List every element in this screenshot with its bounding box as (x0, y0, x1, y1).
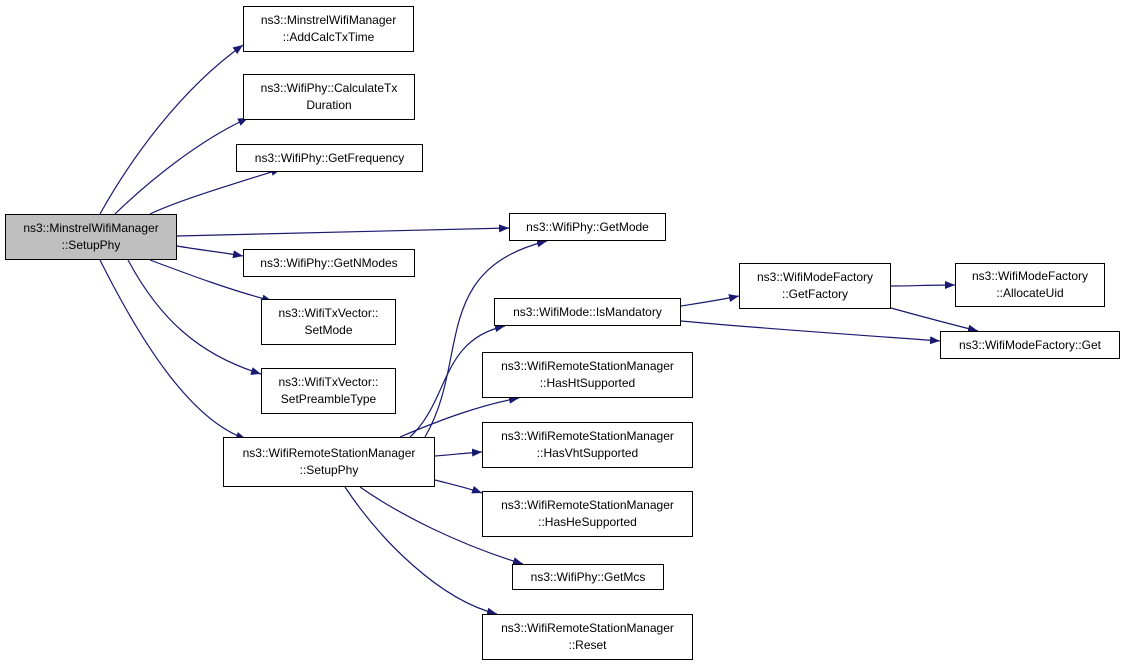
node-reset[interactable]: ns3::WifiRemoteStationManager::Reset (482, 614, 693, 660)
edge-get-factory-to-factory-get (890, 307, 979, 333)
node-label-line: ::HasVhtSupported (536, 446, 639, 460)
edge-remote-setup-phy-to-has-ht-supported (399, 395, 520, 438)
node-has-vht-supported[interactable]: ns3::WifiRemoteStationManager::HasVhtSup… (482, 422, 693, 468)
node-label-line: ns3::WifiModeFactory (756, 270, 874, 284)
edge-remote-setup-phy-to-has-he-supported (434, 479, 483, 494)
edge-minstrel-setup-phy-to-get-mode (176, 224, 510, 237)
node-label-line: ::SetupPhy (61, 238, 121, 252)
node-label-line: ::SetupPhy (299, 463, 359, 477)
node-label-line: ns3::WifiRemoteStationManager (242, 446, 416, 460)
node-add-calc-tx-time[interactable]: ns3::MinstrelWifiManager::AddCalcTxTime (243, 6, 414, 52)
node-label-line: ns3::WifiRemoteStationManager (501, 359, 674, 373)
edge-get-factory-to-allocate-uid (890, 281, 956, 290)
node-label-line: ::HasHeSupported (538, 515, 637, 529)
node-set-preamble-type[interactable]: ns3::WifiTxVector::SetPreambleType (261, 368, 396, 414)
node-get-frequency[interactable]: ns3::WifiPhy::GetFrequency (236, 144, 423, 172)
node-is-mandatory[interactable]: ns3::WifiMode::IsMandatory (494, 298, 681, 326)
edge-minstrel-setup-phy-to-set-mode (149, 259, 273, 303)
node-label-line: ns3::WifiTxVector:: (278, 306, 379, 320)
node-label-line: ns3::WifiModeFactory::Get (958, 337, 1102, 352)
node-label-line: ::GetFactory (781, 287, 849, 301)
edge-minstrel-setup-phy-to-set-preamble-type (127, 259, 262, 375)
edge-is-mandatory-to-factory-get (680, 320, 941, 345)
node-label-line: ::Reset (568, 638, 607, 652)
node-get-mode[interactable]: ns3::WifiPhy::GetMode (509, 213, 666, 241)
node-factory-get[interactable]: ns3::WifiModeFactory::Get (940, 331, 1120, 359)
node-label-line: ns3::WifiTxVector:: (278, 375, 379, 389)
node-set-mode[interactable]: ns3::WifiTxVector::SetMode (261, 299, 396, 345)
edge-remote-setup-phy-to-get-mcs (359, 486, 524, 565)
node-has-ht-supported[interactable]: ns3::WifiRemoteStationManager::HasHtSupp… (482, 352, 693, 398)
edge-remote-setup-phy-to-reset (344, 486, 498, 616)
node-label-line: ns3::WifiRemoteStationManager (501, 621, 674, 635)
edge-minstrel-setup-phy-to-get-n-modes (176, 245, 244, 259)
node-label-line: ns3::WifiPhy::GetNModes (260, 255, 398, 270)
node-get-n-modes[interactable]: ns3::WifiPhy::GetNModes (243, 249, 415, 277)
node-label-line: ns3::WifiPhy::GetMode (526, 219, 649, 234)
edge-minstrel-setup-phy-to-add-calc-tx-time (99, 44, 244, 215)
node-label-line: ns3::WifiModeFactory (971, 269, 1089, 283)
node-label-line: ns3::MinstrelWifiManager (23, 221, 159, 235)
node-label-line: ns3::WifiRemoteStationManager (501, 429, 674, 443)
node-minstrel-setup-phy: ns3::MinstrelWifiManager::SetupPhy (5, 214, 177, 260)
node-label-line: ::AddCalcTxTime (282, 30, 375, 44)
node-get-factory[interactable]: ns3::WifiModeFactory::GetFactory (739, 263, 891, 309)
edge-remote-setup-phy-to-is-mandatory (409, 324, 506, 438)
node-label-line: Duration (306, 98, 352, 112)
node-label-line: ns3::WifiPhy::GetFrequency (254, 150, 405, 165)
edge-remote-setup-phy-to-has-vht-supported (434, 448, 483, 457)
node-get-mcs[interactable]: ns3::WifiPhy::GetMcs (512, 564, 664, 590)
node-label-line: ns3::WifiRemoteStationManager (501, 498, 674, 512)
node-label-line: ns3::WifiPhy::GetMcs (530, 569, 646, 584)
edge-minstrel-setup-phy-to-calculate-tx-duration (114, 117, 249, 215)
edge-minstrel-setup-phy-to-get-frequency (149, 168, 282, 215)
node-label-line: ns3::WifiMode::IsMandatory (513, 304, 662, 319)
node-label-line: SetMode (304, 323, 353, 337)
edge-is-mandatory-to-get-factory (680, 294, 740, 307)
node-remote-setup-phy[interactable]: ns3::WifiRemoteStationManager::SetupPhy (223, 437, 435, 487)
node-label-line: ::HasHtSupported (539, 376, 636, 390)
node-label-line: ::AllocateUid (996, 286, 1064, 300)
edge-minstrel-setup-phy-to-remote-setup-phy (99, 259, 247, 440)
edge-remote-setup-phy-to-get-mode (424, 239, 548, 438)
node-allocate-uid[interactable]: ns3::WifiModeFactory::AllocateUid (955, 263, 1105, 307)
node-label-line: ns3::WifiPhy::CalculateTx (260, 81, 398, 95)
node-has-he-supported[interactable]: ns3::WifiRemoteStationManager::HasHeSupp… (482, 491, 693, 537)
node-label-line: SetPreambleType (280, 392, 377, 406)
node-label-line: ns3::MinstrelWifiManager (260, 13, 397, 27)
